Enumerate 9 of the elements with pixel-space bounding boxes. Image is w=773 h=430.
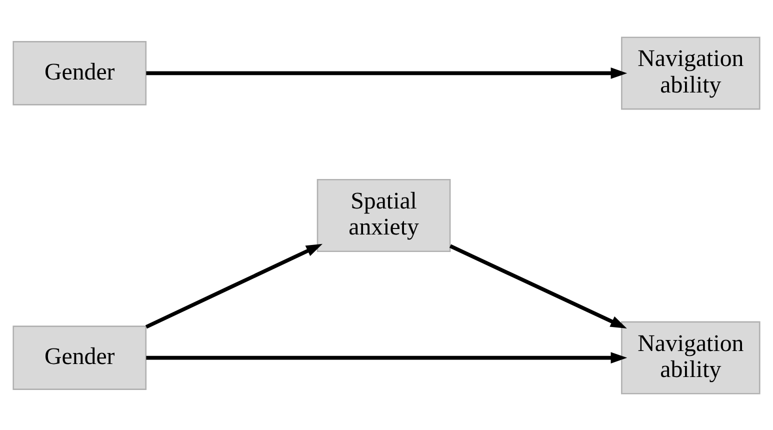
node-box: Gender xyxy=(12,325,147,390)
node-box: Gender xyxy=(12,40,147,105)
arrow xyxy=(145,243,323,328)
node-box: Spatial anxiety xyxy=(316,178,451,252)
arrow xyxy=(146,66,628,78)
arrow xyxy=(146,352,628,364)
node-box: Navigation ability xyxy=(621,36,760,110)
arrow xyxy=(449,244,627,328)
node-box: Navigation ability xyxy=(621,320,760,394)
